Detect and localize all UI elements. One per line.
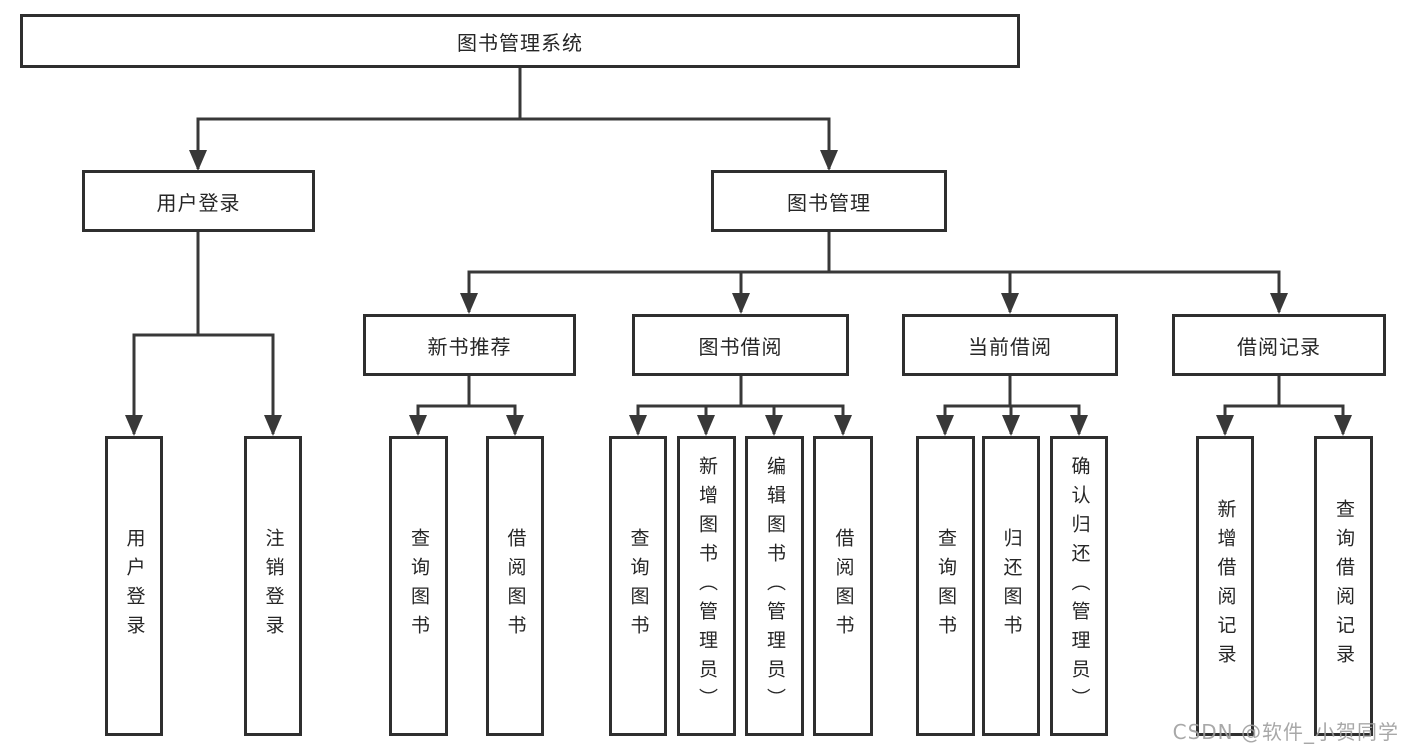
leaf-current-query-books-label: 查询图书 xyxy=(935,528,957,644)
leaf-add-borrow-record: 新增借阅记录 xyxy=(1196,436,1254,736)
leaf-return-books-label: 归还图书 xyxy=(1000,528,1023,644)
node-book-management: 图书管理 xyxy=(711,170,947,232)
leaf-recommend-query-books-label: 查询图书 xyxy=(408,528,430,644)
leaf-borrow-query-books-label: 查询图书 xyxy=(627,528,650,644)
node-book-borrow: 图书借阅 xyxy=(632,314,849,376)
leaf-add-borrow-record-label: 新增借阅记录 xyxy=(1214,499,1237,673)
leaf-add-book-admin: 新增图书（管理员） xyxy=(677,436,736,736)
leaf-logout-label: 注销登录 xyxy=(262,528,285,644)
leaf-user-login-label: 用户登录 xyxy=(123,528,146,644)
leaf-confirm-return-admin-label: 确认归还（管理员） xyxy=(1068,455,1091,717)
leaf-edit-book-admin-label: 编辑图书（管理员） xyxy=(764,455,786,717)
leaf-confirm-return-admin: 确认归还（管理员） xyxy=(1050,436,1108,736)
csdn-watermark: CSDN @软件_小贺同学 xyxy=(1172,720,1399,744)
leaf-add-book-admin-label: 新增图书（管理员） xyxy=(696,455,718,717)
leaf-recommend-borrow-books: 借阅图书 xyxy=(486,436,544,736)
leaf-current-query-books: 查询图书 xyxy=(916,436,975,736)
node-new-book-recommend: 新书推荐 xyxy=(363,314,576,376)
leaf-recommend-query-books: 查询图书 xyxy=(389,436,448,736)
node-current-borrow: 当前借阅 xyxy=(902,314,1118,376)
leaf-recommend-borrow-books-label: 借阅图书 xyxy=(504,528,527,644)
leaf-query-borrow-record-label: 查询借阅记录 xyxy=(1333,499,1355,673)
node-borrow-records: 借阅记录 xyxy=(1172,314,1386,376)
leaf-logout: 注销登录 xyxy=(244,436,302,736)
leaf-edit-book-admin: 编辑图书（管理员） xyxy=(745,436,804,736)
node-user-login: 用户登录 xyxy=(82,170,315,232)
leaf-user-login: 用户登录 xyxy=(105,436,163,736)
leaf-borrow-books: 借阅图书 xyxy=(813,436,873,736)
leaf-borrow-books-label: 借阅图书 xyxy=(832,528,855,644)
leaf-query-borrow-record: 查询借阅记录 xyxy=(1314,436,1373,736)
leaf-return-books: 归还图书 xyxy=(982,436,1040,736)
node-root-system: 图书管理系统 xyxy=(20,14,1020,68)
leaf-borrow-query-books: 查询图书 xyxy=(609,436,667,736)
